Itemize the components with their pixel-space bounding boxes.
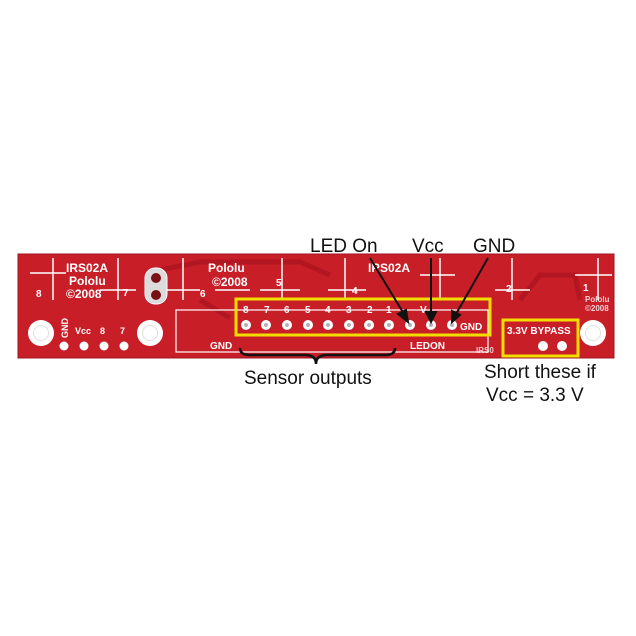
brand-center: Pololu <box>208 261 245 275</box>
gnd-label-right: GND <box>460 322 482 333</box>
sensor-pin-numbers: 8 7 6 5 4 3 2 1 <box>243 305 392 316</box>
bottom-tag: IRS0 <box>476 346 494 355</box>
bypass-pads <box>538 341 567 351</box>
left-connector-pads <box>59 341 129 351</box>
section-number-1: 1 <box>583 283 589 294</box>
vcc-annotation: Vcc <box>412 236 444 257</box>
left-pin-7: 7 <box>120 326 125 336</box>
sensor-outputs-brace <box>238 347 397 365</box>
connector-outline <box>175 309 489 353</box>
ledon-label: LEDON <box>410 341 445 352</box>
brand-left: Pololu <box>69 274 106 288</box>
sensor-outputs-annotation: Sensor outputs <box>244 368 372 389</box>
section-number-8: 8 <box>36 289 42 300</box>
short-note-line2: Vcc = 3.3 V <box>486 385 584 406</box>
sensor-pin-number: 8 <box>243 305 249 316</box>
section-number-5: 5 <box>276 278 282 289</box>
sensor-pin-number: 7 <box>264 305 270 316</box>
year-right: ©2008 <box>585 304 609 313</box>
year-left: ©2008 <box>66 287 102 301</box>
gnd-label-left: GND <box>60 318 70 339</box>
pcb-traces <box>159 259 583 321</box>
year-center: ©2008 <box>212 275 248 289</box>
section-number-7: 7 <box>123 288 129 299</box>
sensor-pin-number: 4 <box>325 305 331 316</box>
sensor-pin-number: 6 <box>284 305 290 316</box>
vcc-label-left: Vcc <box>75 326 91 336</box>
board-label-center: IRS02A <box>368 261 410 275</box>
jumper-hole <box>151 273 161 283</box>
section-number-6: 6 <box>200 289 206 300</box>
short-note-line1: Short these if <box>484 362 597 383</box>
jumper-hole <box>151 290 161 300</box>
sensor-pin-number: 3 <box>346 305 352 316</box>
vcc-label-mid: V <box>420 305 427 316</box>
sensor-header-highlight <box>234 297 492 337</box>
bypass-label: 3.3V BYPASS <box>507 326 571 337</box>
gnd-label-mid: GND <box>210 341 232 352</box>
section-number-2: 2 <box>506 284 512 295</box>
gnd-annotation: GND <box>473 236 515 257</box>
sensor-pin-number: 5 <box>305 305 311 316</box>
bypass-highlight <box>501 318 580 358</box>
left-pin-8: 8 <box>100 326 105 336</box>
brand-right: Pololu <box>585 295 610 304</box>
sensor-pin-number: 2 <box>367 305 373 316</box>
mounting-holes <box>28 320 606 346</box>
section-number-4: 4 <box>352 286 358 297</box>
sensor-pin-number: 1 <box>386 305 392 316</box>
silkscreen-dividers <box>30 258 612 300</box>
led-on-annotation: LED On <box>310 236 378 257</box>
annotation-arrows <box>369 257 489 325</box>
board-label-left: IRS02A <box>66 261 108 275</box>
jumper-pad <box>144 267 168 305</box>
